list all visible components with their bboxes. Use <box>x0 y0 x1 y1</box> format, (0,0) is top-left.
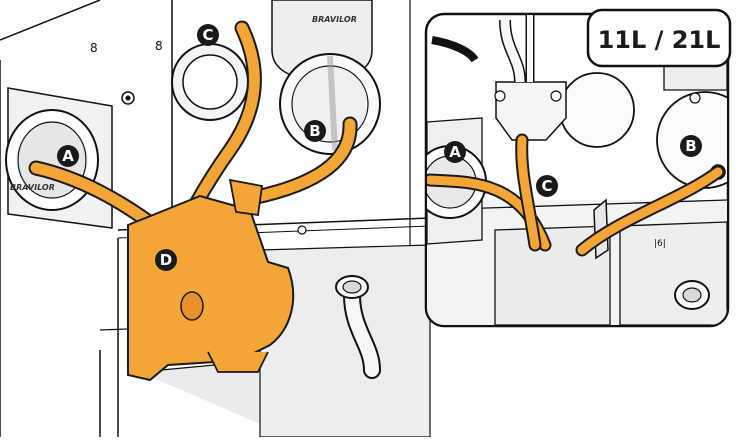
svg-text:A: A <box>449 143 461 161</box>
callout-b: B <box>304 120 326 142</box>
pump-housing <box>127 178 295 382</box>
svg-text:BRAVILOR: BRAVILOR <box>312 15 357 24</box>
svg-text:A: A <box>62 147 74 165</box>
callout-a: A <box>57 145 79 167</box>
inset-callout-c: C <box>536 175 558 197</box>
inset-callout-b: B <box>680 135 702 157</box>
main-view: 8 8 BRAVILOR BRAVILOR <box>0 0 431 438</box>
size-label-badge: 11L / 21L <box>586 8 732 68</box>
size-label: 11L / 21L <box>598 26 721 54</box>
callout-d: D <box>155 249 177 271</box>
svg-text:C: C <box>202 26 213 44</box>
svg-text:8: 8 <box>155 39 163 53</box>
callout-c: C <box>197 24 219 46</box>
brand-text: BRAVILOR <box>10 183 55 192</box>
screw-icon: 8 <box>90 41 98 55</box>
svg-text:B: B <box>309 122 320 140</box>
svg-text:|6|: |6| <box>654 239 666 249</box>
inset-view: |6| A B C <box>424 8 732 328</box>
svg-text:D: D <box>160 251 172 269</box>
inset-callout-a: A <box>444 141 466 163</box>
svg-text:B: B <box>685 137 696 155</box>
svg-text:C: C <box>541 177 552 195</box>
